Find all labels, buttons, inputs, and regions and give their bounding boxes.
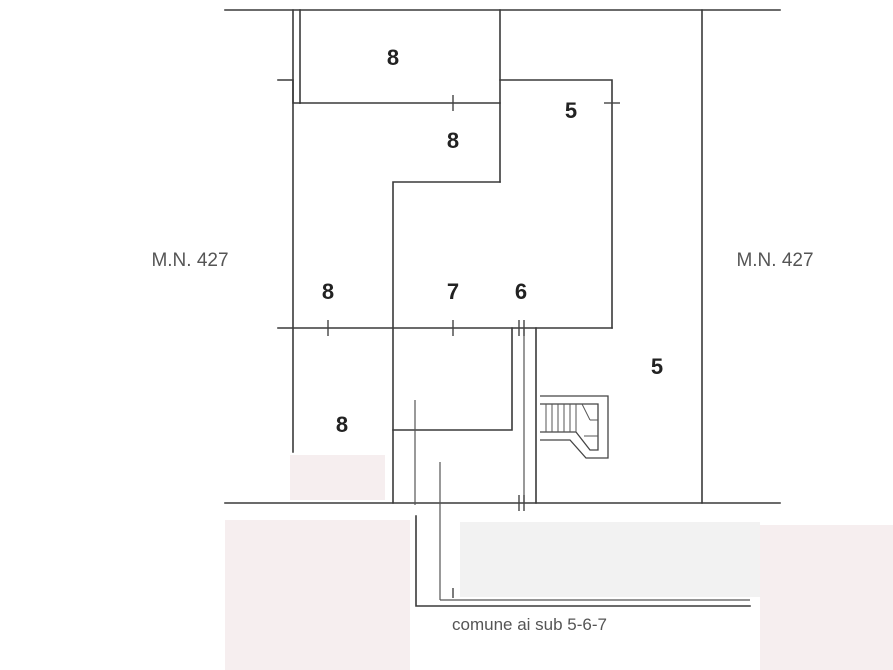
scan-smudge [225,520,410,670]
room-label-upper-right: 5 [565,98,577,123]
scan-smudge [460,522,760,597]
room-label-middle-right: 6 [515,279,527,304]
room-label-lower-left: 8 [336,412,348,437]
scan-smudge [290,455,385,500]
room-label-top-left: 8 [387,45,399,70]
boundary-ticks [327,95,620,598]
room-label-lower-right: 5 [651,354,663,379]
staircase-icon [540,395,609,459]
room-label-upper-center: 8 [447,128,459,153]
common-area-note: comune ai sub 5-6-7 [452,615,607,634]
boundary-lines [224,9,781,504]
room-label-middle-left: 8 [322,279,334,304]
room-label-middle-center: 7 [447,279,459,304]
parcel-label-left: M.N. 427 [151,250,228,271]
building-walls [277,9,751,607]
parcel-label-right: M.N. 427 [736,250,813,271]
scan-smudge [760,525,893,670]
